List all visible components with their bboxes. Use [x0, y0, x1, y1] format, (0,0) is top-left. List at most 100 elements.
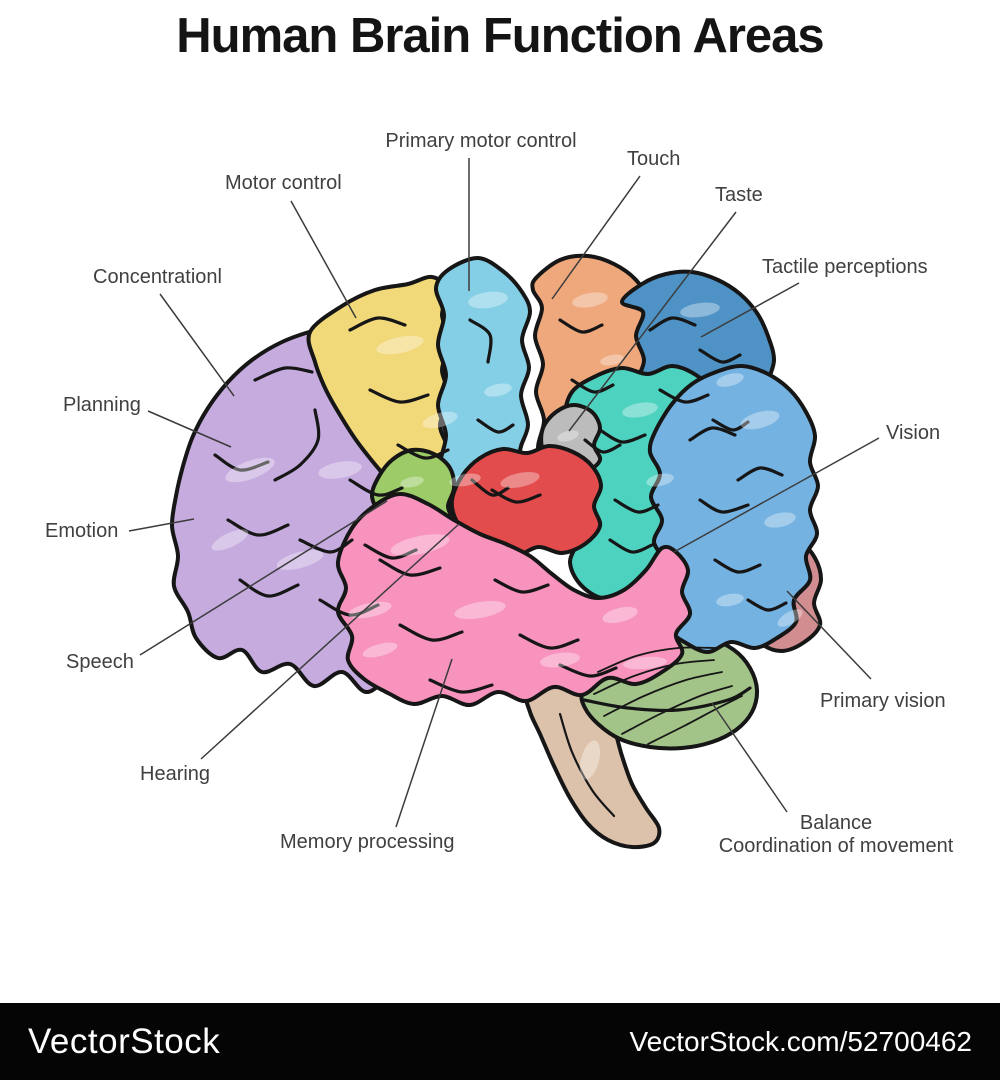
brain-fold-line — [558, 712, 616, 818]
brain-highlight — [211, 529, 249, 551]
brain-fold-line — [213, 453, 270, 472]
leader-line-planning — [147, 410, 232, 448]
leader-line-speech — [139, 500, 388, 656]
brain-fold-line — [713, 558, 762, 574]
brain-highlight — [602, 606, 638, 624]
label-emotion: Emotion — [45, 520, 119, 542]
brain-fold-line — [736, 466, 784, 482]
leader-line-emotion — [128, 518, 195, 532]
brain-fold-line — [698, 348, 742, 364]
brain-fold-line — [363, 543, 418, 560]
leader-line-primary-vision — [786, 590, 872, 680]
label-planning: Planning — [63, 394, 141, 416]
brain-fold-line — [348, 478, 404, 497]
label-speech: Speech — [66, 651, 134, 673]
brain-highlight — [716, 593, 744, 607]
label-primary-vision: Primary vision — [820, 690, 946, 712]
brain-highlight — [716, 373, 744, 387]
watermark-logo: VectorStock — [28, 1022, 221, 1061]
label-balance-line2: Coordination of movement — [718, 835, 954, 857]
brain-fold-line — [398, 623, 464, 642]
brain-fold-line — [598, 428, 647, 444]
brain-highlight — [449, 473, 481, 487]
brain-highlight — [764, 512, 796, 528]
brain-fold-line — [238, 578, 300, 598]
brain-fold-line — [608, 538, 654, 554]
leader-line-vision — [673, 437, 880, 553]
brain-fold-line — [570, 378, 615, 394]
brain-highlight — [622, 402, 658, 418]
brain-highlight — [390, 534, 450, 556]
label-concentration: Concentrationl — [93, 266, 222, 288]
brain-fold-line — [746, 598, 788, 612]
brain-fold-line — [597, 646, 717, 673]
label-balance-coordination: Balance Coordination of movement — [712, 812, 960, 858]
brain-fold-line — [558, 318, 604, 334]
region-temporal-lobe — [335, 492, 693, 707]
label-memory-processing: Memory processing — [280, 831, 455, 853]
brain-fold-line — [593, 659, 715, 695]
leader-line-hearing — [200, 523, 460, 760]
brain-fold-line — [558, 663, 618, 678]
brain-fold-line — [428, 678, 494, 694]
watermark-url: VectorStock.com/52700462 — [629, 1026, 972, 1057]
brain-highlight — [540, 652, 580, 668]
brain-fold-line — [226, 518, 290, 537]
brain-fold-line — [490, 488, 542, 504]
label-primary-motor-control: Primary motor control — [385, 130, 577, 152]
brain-fold-line — [583, 438, 622, 454]
brain-fold-line — [493, 578, 550, 594]
brain-highlight — [468, 291, 508, 309]
brain-highlight — [484, 383, 512, 397]
label-taste: Taste — [715, 184, 763, 206]
brain-highlight — [579, 740, 601, 780]
brain-highlight — [740, 410, 780, 430]
brain-highlight — [362, 642, 398, 658]
label-hearing: Hearing — [140, 763, 211, 785]
brain-fold-line — [698, 498, 750, 514]
brain-highlight — [276, 550, 324, 570]
leader-line-balance — [711, 702, 788, 813]
watermark-bar: VectorStock VectorStock.com/52700462 — [0, 1003, 1000, 1080]
brain-fold-line — [613, 498, 660, 514]
brain-fold-line — [348, 316, 407, 332]
brain-fold-line — [298, 538, 354, 554]
brain-highlight — [376, 335, 424, 355]
brain-fold-line — [273, 408, 321, 482]
brain-fold-line — [688, 426, 737, 442]
brain-fold-line — [621, 685, 733, 735]
brain-fold-line — [368, 388, 430, 404]
brain-fold-line — [253, 366, 314, 382]
brain-highlight — [225, 457, 275, 483]
brain-highlight — [600, 354, 624, 366]
brain-highlight — [623, 656, 667, 670]
brain-fold-line — [582, 686, 752, 713]
leader-line-tactile-perceptions — [700, 282, 800, 338]
brain-fold-line — [470, 478, 510, 497]
leader-line-taste — [568, 211, 737, 432]
brain-fold-line — [518, 633, 580, 650]
leader-line-touch — [551, 175, 641, 300]
brain-fold-line — [378, 558, 442, 577]
brain-fold-line — [318, 598, 380, 617]
brain-highlight — [646, 473, 674, 487]
label-motor-control: Motor control — [225, 172, 342, 194]
leader-line-memory-processing — [395, 658, 453, 828]
brain-highlight — [500, 471, 540, 489]
label-vision: Vision — [886, 422, 941, 444]
label-tactile-perceptions: Tactile perceptions — [762, 256, 928, 278]
brain-fold-line — [476, 418, 515, 434]
brain-highlight — [454, 600, 506, 620]
label-balance-line1: Balance — [799, 812, 873, 834]
brain-highlight — [777, 609, 803, 627]
label-touch: Touch — [627, 148, 681, 170]
brain-highlight — [557, 430, 579, 442]
brain-fold-line — [647, 695, 743, 745]
leader-line-concentration — [159, 293, 235, 397]
brain-highlight — [680, 302, 720, 318]
brain-fold-line — [658, 388, 710, 404]
brain-highlight — [572, 292, 608, 308]
brain-highlight — [400, 476, 424, 488]
